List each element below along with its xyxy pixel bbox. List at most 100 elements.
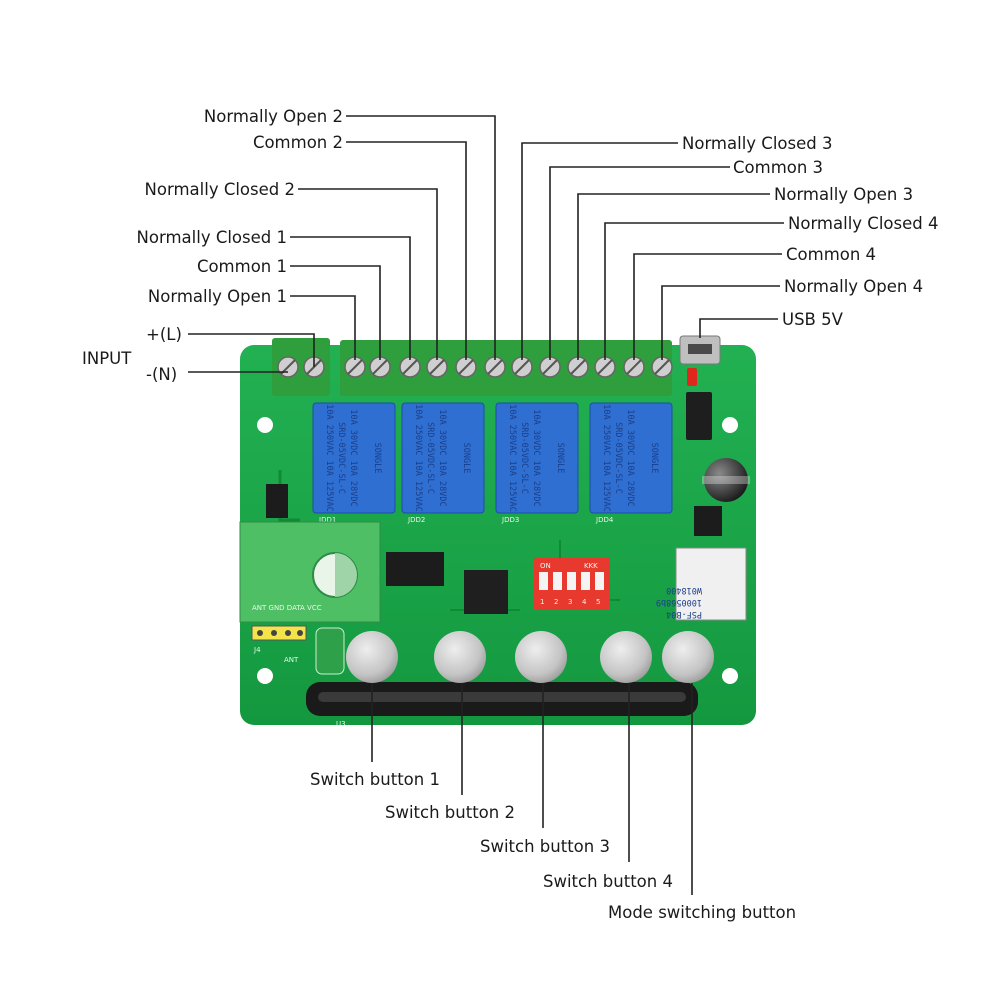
usb-connector	[679, 335, 721, 365]
label-live: +(L)	[146, 325, 182, 344]
label-normally-closed-4: Normally Closed 4	[788, 214, 938, 233]
label-common-1: Common 1	[197, 257, 287, 276]
shift-register-chip	[386, 552, 444, 586]
dip-brand-label: KKK	[584, 562, 598, 570]
transistor	[694, 506, 722, 536]
dip-switch-key-4[interactable]	[581, 572, 590, 590]
rf-receiver-module: ANT GND DATA VCC	[239, 521, 381, 623]
relay-terminal-block	[340, 340, 673, 396]
label-normally-closed-1: Normally Closed 1	[137, 228, 287, 247]
wifi-module: PSF-B04 1000568b9 W018400	[656, 547, 747, 621]
relay-rating-label: 10A 30VDC 10A 28VDC	[531, 409, 541, 506]
dip-switch-key-5[interactable]	[595, 572, 604, 590]
dip-switch-key-1[interactable]	[539, 572, 548, 590]
header-label: J4	[253, 646, 261, 654]
leader-lines	[188, 115, 784, 895]
buzzer	[315, 627, 345, 675]
relay-body	[495, 402, 579, 514]
relay-rating-label: 10A 30VDC 10A 28VDC	[437, 409, 447, 506]
capacitor	[704, 458, 748, 502]
label-normally-closed-3: Normally Closed 3	[682, 134, 832, 153]
status-led	[687, 368, 697, 386]
relay-rating-label: 10A 250VAC 10A 125VAC	[413, 404, 423, 511]
module-code: 1000568b9	[656, 597, 702, 607]
relay-model-label: SRD-05VDC-SL-C	[519, 422, 529, 494]
relay-model-label: SRD-05VDC-SL-C	[613, 422, 623, 494]
mode-push-button[interactable]	[662, 631, 714, 683]
relay-model-label: SRD-05VDC-SL-C	[336, 422, 346, 494]
screw-slot	[372, 359, 388, 375]
relay-body	[401, 402, 485, 514]
screw-slot	[597, 359, 613, 375]
label-usb-5v: USB 5V	[782, 310, 844, 329]
label-normally-open-2: Normally Open 2	[204, 107, 343, 126]
screw-slot	[542, 359, 558, 375]
dip-switch-key-3[interactable]	[567, 572, 576, 590]
relay-model-label: SRD-05VDC-SL-C	[425, 422, 435, 494]
dip-switch-number: 4	[582, 598, 587, 606]
mounting-hole	[722, 668, 738, 684]
screw-slot	[514, 359, 530, 375]
relay-brand-label: SONGLE	[461, 443, 471, 474]
jumper-connector	[686, 392, 712, 440]
relay-rating-label: 10A 30VDC 10A 28VDC	[625, 409, 635, 506]
mounting-hole	[257, 417, 273, 433]
screw-slot	[654, 359, 670, 375]
screw-slot	[347, 359, 363, 375]
push-button-1[interactable]	[346, 631, 398, 683]
screw-slot	[402, 359, 418, 375]
relay-id-label: JDD3	[501, 516, 519, 524]
relay-brand-label: SONGLE	[649, 443, 659, 474]
dip-on-label: ON	[540, 562, 551, 570]
label-switch-button-4: Switch button 4	[543, 872, 673, 891]
mounting-hole	[257, 668, 273, 684]
dip-switch-number: 1	[540, 598, 544, 606]
label-common-3: Common 3	[733, 158, 823, 177]
relay-id-label: JDD2	[407, 516, 425, 524]
dip-switch[interactable]: ON KKK 1 2 3 4 5	[534, 558, 610, 610]
screw-slot	[429, 359, 445, 375]
relay-body	[589, 402, 673, 514]
input-terminal-block	[272, 338, 330, 396]
relay-brand-label: SONGLE	[555, 443, 565, 474]
screw-slot	[626, 359, 642, 375]
pin-header: J4	[251, 625, 307, 654]
label-switch-button-3: Switch button 3	[480, 837, 610, 856]
label-switch-button-2: Switch button 2	[385, 803, 515, 822]
push-button-3[interactable]	[515, 631, 567, 683]
relay-rating-label: 10A 30VDC 10A 28VDC	[348, 409, 358, 506]
antenna-label: ANT	[284, 656, 299, 664]
screw-slot	[487, 359, 503, 375]
label-neutral: -(N)	[146, 365, 177, 384]
module-pin-labels: ANT GND DATA VCC	[252, 604, 322, 612]
label-common-4: Common 4	[786, 245, 876, 264]
relay-id-label: JDD4	[595, 516, 614, 524]
dip-switch-key-2[interactable]	[553, 572, 562, 590]
regulator-chip	[266, 484, 288, 518]
microcontroller-chip	[464, 570, 508, 614]
dip-switch-number: 5	[596, 598, 600, 606]
mounting-hole	[722, 417, 738, 433]
label-normally-open-3: Normally Open 3	[774, 185, 913, 204]
push-button-4[interactable]	[600, 631, 652, 683]
relay-body	[312, 402, 396, 514]
screw-slot	[458, 359, 474, 375]
relay-rating-label: 10A 250VAC 10A 125VAC	[601, 404, 611, 511]
dip-switch-number: 2	[554, 598, 558, 606]
push-button-2[interactable]	[434, 631, 486, 683]
label-normally-closed-2: Normally Closed 2	[145, 180, 295, 199]
label-mode-switching-button: Mode switching button	[608, 903, 796, 922]
relay-id-label: JDD1	[318, 516, 336, 524]
dip-switch-number: 3	[568, 598, 572, 606]
label-common-2: Common 2	[253, 133, 343, 152]
label-normally-open-1: Normally Open 1	[148, 287, 287, 306]
chip-label: U3	[336, 720, 346, 728]
relay-rating-label: 10A 250VAC 10A 125VAC	[324, 404, 334, 511]
label-normally-open-4: Normally Open 4	[784, 277, 923, 296]
